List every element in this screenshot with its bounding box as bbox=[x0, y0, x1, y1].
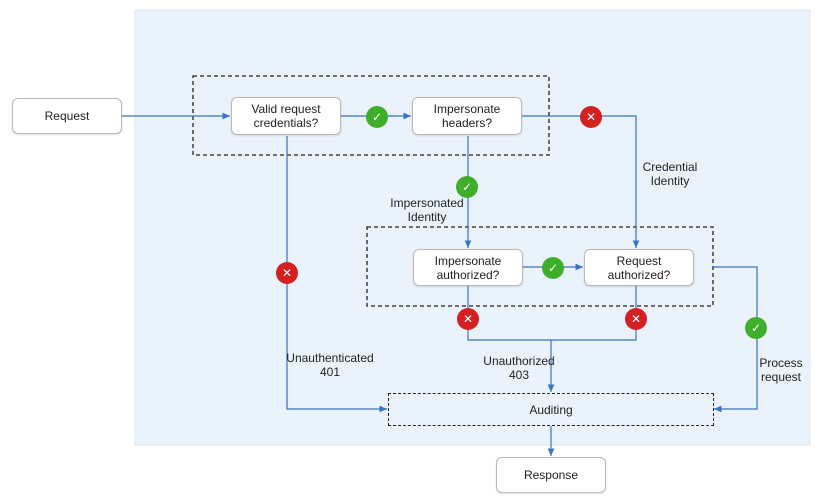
check-icon: ✓ bbox=[366, 106, 388, 128]
impersonated-identity-label: Impersonated Identity bbox=[390, 196, 464, 224]
x-icon: ✕ bbox=[625, 308, 647, 330]
request-authorized-node: Request authorized? bbox=[584, 249, 694, 286]
check-icon: ✓ bbox=[542, 257, 564, 279]
response-node: Response bbox=[496, 457, 606, 493]
check-icon: ✓ bbox=[745, 317, 767, 339]
edge-headers-credential bbox=[522, 115, 640, 248]
impersonate-headers-node: Impersonate headers? bbox=[412, 97, 522, 135]
unauthenticated-label: Unauthenticated 401 bbox=[286, 351, 374, 379]
process-request-label: Process request bbox=[759, 356, 803, 384]
valid-credentials-node: Valid request credentials? bbox=[231, 97, 341, 135]
x-icon: ✕ bbox=[457, 308, 479, 330]
unauthorized-label: Unauthorized 403 bbox=[483, 354, 555, 382]
request-node: Request bbox=[12, 98, 122, 134]
x-icon: ✕ bbox=[276, 262, 298, 284]
edge-unauthenticated bbox=[286, 136, 387, 413]
impersonate-authorized-node: Impersonate authorized? bbox=[413, 249, 523, 286]
x-icon: ✕ bbox=[580, 106, 602, 128]
auditing-node: Auditing bbox=[388, 393, 714, 426]
check-icon: ✓ bbox=[456, 176, 478, 198]
credential-identity-label: Credential Identity bbox=[642, 160, 698, 188]
